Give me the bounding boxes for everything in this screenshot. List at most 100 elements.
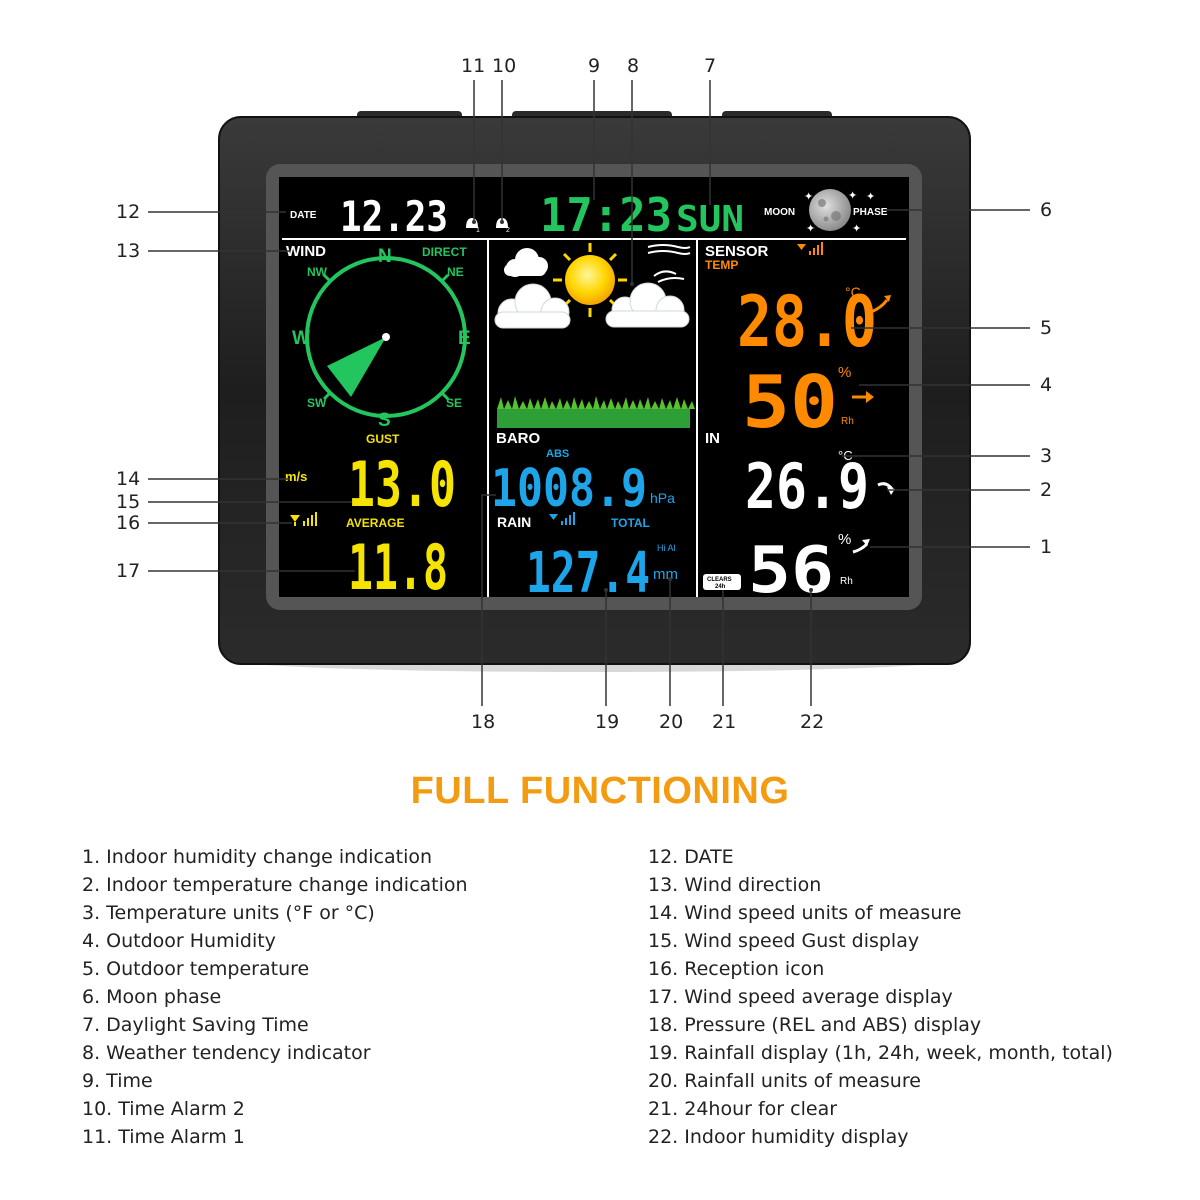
callout-9: 9: [588, 55, 601, 77]
callout-2: 2: [1040, 479, 1053, 501]
callout-7: 7: [704, 55, 717, 77]
callout-22: 22: [800, 711, 825, 733]
legend-item: 2. Indoor temperature change indication: [82, 874, 468, 896]
total-label: TOTAL: [611, 516, 650, 530]
baro-unit: hPa: [650, 490, 675, 506]
legend-left: 1. Indoor humidity change indication 2. …: [82, 846, 468, 1154]
indoor-temp-trend-icon: [877, 482, 895, 495]
wind-direction-pointer: [327, 337, 386, 397]
callout-11: 11: [461, 55, 486, 77]
average-value: 11.8: [348, 531, 448, 604]
indoor-humidity-rh: Rh: [840, 576, 853, 587]
legend-item: 1. Indoor humidity change indication: [82, 846, 433, 868]
legend-item: 16. Reception icon: [648, 958, 825, 980]
legend-item: 9. Time: [82, 1070, 153, 1092]
baro-value: 1008.9: [491, 459, 647, 519]
abs-label: ABS: [546, 448, 569, 460]
legend-item: 15. Wind speed Gust display: [648, 930, 920, 952]
callout-5: 5: [1040, 317, 1053, 339]
legend-item: 17. Wind speed average display: [648, 986, 953, 1008]
legend-item: 8. Weather tendency indicator: [82, 1042, 371, 1064]
sensor-reception-icon: [797, 242, 823, 255]
page-title: FULL FUNCTIONING: [410, 770, 790, 812]
svg-text:1: 1: [476, 227, 480, 234]
legend-item: 7. Daylight Saving Time: [82, 1014, 309, 1036]
outdoor-humidity-rh: Rh: [841, 416, 854, 427]
weekday-value: SUN: [676, 199, 744, 240]
svg-text:✦: ✦: [806, 223, 815, 235]
svg-text:✦: ✦: [852, 223, 861, 235]
hi-al-label: Hi Al: [657, 543, 676, 553]
callout-6: 6: [1040, 199, 1053, 221]
rain-reception-icon: [549, 512, 575, 525]
date-label: DATE: [290, 210, 317, 221]
compass-center: [382, 333, 390, 341]
baro-label: BARO: [496, 430, 540, 447]
callout-12: 12: [116, 201, 141, 223]
clears-period: 24h: [715, 584, 726, 590]
weather-tendency-icon: [494, 243, 695, 428]
gust-value: 13.0: [348, 448, 456, 521]
legend-item: 18. Pressure (REL and ABS) display: [648, 1014, 982, 1036]
legend-item: 6. Moon phase: [82, 986, 222, 1008]
compass-sw: SW: [307, 396, 327, 410]
outdoor-humidity-trend-icon: [852, 391, 874, 403]
legend-item: 12. DATE: [648, 846, 734, 868]
callout-10: 10: [492, 55, 517, 77]
svg-text:2: 2: [506, 227, 510, 234]
svg-text:✦: ✦: [866, 191, 875, 203]
rain-value: 127.4: [526, 541, 650, 606]
weather-station-diagram: DATE 12.23 1 2 17:23 SUN MOON ✦✦✦ ✦✦ PHA…: [148, 80, 1030, 706]
callout-14: 14: [116, 468, 141, 490]
outdoor-temp-unit: °C: [845, 284, 861, 300]
clears-label: CLEARS: [707, 577, 732, 583]
callout-4: 4: [1040, 374, 1053, 396]
callout-17: 17: [116, 560, 141, 582]
leader-lines: [148, 80, 1030, 706]
svg-text:✦: ✦: [804, 191, 813, 203]
legend-item: 14. Wind speed units of measure: [648, 902, 962, 924]
callout-21: 21: [712, 711, 737, 733]
legend-item: 22. Indoor humidity display: [648, 1126, 909, 1148]
direct-label: DIRECT: [422, 245, 467, 259]
callout-3: 3: [1040, 445, 1053, 467]
average-label: AVERAGE: [346, 516, 404, 530]
compass-nw: NW: [307, 265, 328, 279]
legend-item: 20. Rainfall units of measure: [648, 1070, 921, 1092]
callout-8: 8: [627, 55, 640, 77]
callout-13: 13: [116, 240, 141, 262]
legend-item: 5. Outdoor temperature: [82, 958, 310, 980]
sensor-label: SENSOR: [705, 243, 769, 260]
compass-e: E: [458, 328, 471, 349]
svg-text:✦: ✦: [848, 190, 857, 202]
in-label: IN: [705, 430, 720, 447]
callout-18: 18: [471, 711, 496, 733]
compass-w: W: [292, 328, 310, 349]
gust-label: GUST: [366, 432, 400, 446]
cloud-left-icon: [494, 283, 571, 329]
indoor-humidity-pct: %: [838, 531, 851, 548]
legend-item: 3. Temperature units (°F or °C): [82, 902, 375, 924]
outdoor-temp-trend-icon: [870, 295, 891, 314]
wind-label: WIND: [286, 243, 326, 260]
compass-ring: [305, 256, 467, 418]
compass-se: SE: [446, 396, 462, 410]
legend-item: 21. 24hour for clear: [648, 1098, 838, 1120]
outdoor-temp-value: 28.0: [737, 281, 877, 363]
speed-unit: m/s: [285, 469, 307, 484]
outdoor-humidity-value: 50: [742, 360, 838, 444]
callout-16: 16: [116, 512, 141, 534]
legend-item: 4. Outdoor Humidity: [82, 930, 276, 952]
moon-label: MOON: [764, 207, 795, 218]
compass-ticks: [322, 273, 450, 401]
indoor-humidity-value: 56: [748, 534, 834, 608]
rain-unit: mm: [653, 566, 678, 583]
compass-n: N: [378, 246, 392, 267]
legend-item: 10. Time Alarm 2: [82, 1098, 245, 1120]
indoor-temp-value: 26.9: [745, 450, 869, 523]
legend-right: 12. DATE 13. Wind direction 14. Wind spe…: [648, 846, 1113, 1154]
moon-spots: [818, 199, 841, 222]
temp-label: TEMP: [705, 258, 738, 272]
star-icons: ✦ ✦ ✦ ✦ ✦: [804, 190, 875, 235]
compass-s: S: [378, 410, 391, 431]
